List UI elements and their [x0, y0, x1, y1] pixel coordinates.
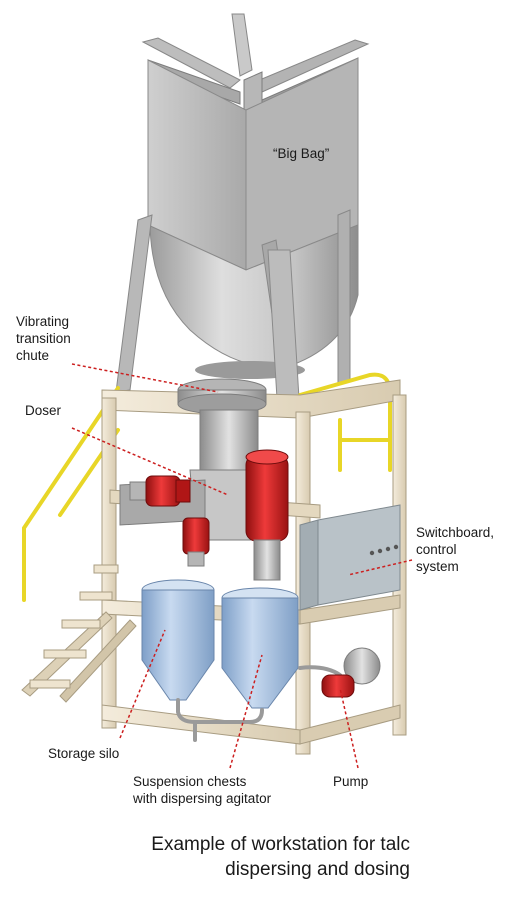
label-doser: Doser — [25, 403, 62, 418]
leader-pump — [339, 687, 359, 769]
switchboard — [299, 504, 401, 611]
storage-silo-tank — [141, 579, 215, 701]
vibrating-chute — [177, 378, 267, 415]
leader-lines — [71, 363, 413, 769]
big-bag-legs — [115, 209, 351, 416]
leader-chute — [71, 363, 219, 393]
pump — [321, 647, 381, 698]
large-motor — [245, 449, 289, 581]
leader-storage-silo — [119, 629, 166, 739]
staircase — [21, 564, 137, 703]
piping — [176, 665, 342, 742]
label-switchboard: Switchboard, control system — [416, 525, 495, 574]
small-motor — [182, 517, 210, 567]
label-storage-silo: Storage silo — [48, 746, 120, 761]
leader-doser — [71, 427, 229, 496]
suspension-chest-tank — [221, 587, 299, 709]
caption-line-2: dispersing and dosing — [225, 859, 410, 880]
label-big-bag: “Big Bag” — [273, 146, 330, 161]
caption: Example of workstation for talc dispersi… — [151, 832, 410, 882]
label-suspension-chests: Suspension chests with dispersing agitat… — [133, 774, 272, 806]
label-pump: Pump — [333, 774, 369, 789]
big-bag — [147, 57, 359, 379]
label-vibrating-chute: Vibrating transition chute — [16, 314, 71, 363]
caption-line-1: Example of workstation for talc — [151, 834, 410, 855]
